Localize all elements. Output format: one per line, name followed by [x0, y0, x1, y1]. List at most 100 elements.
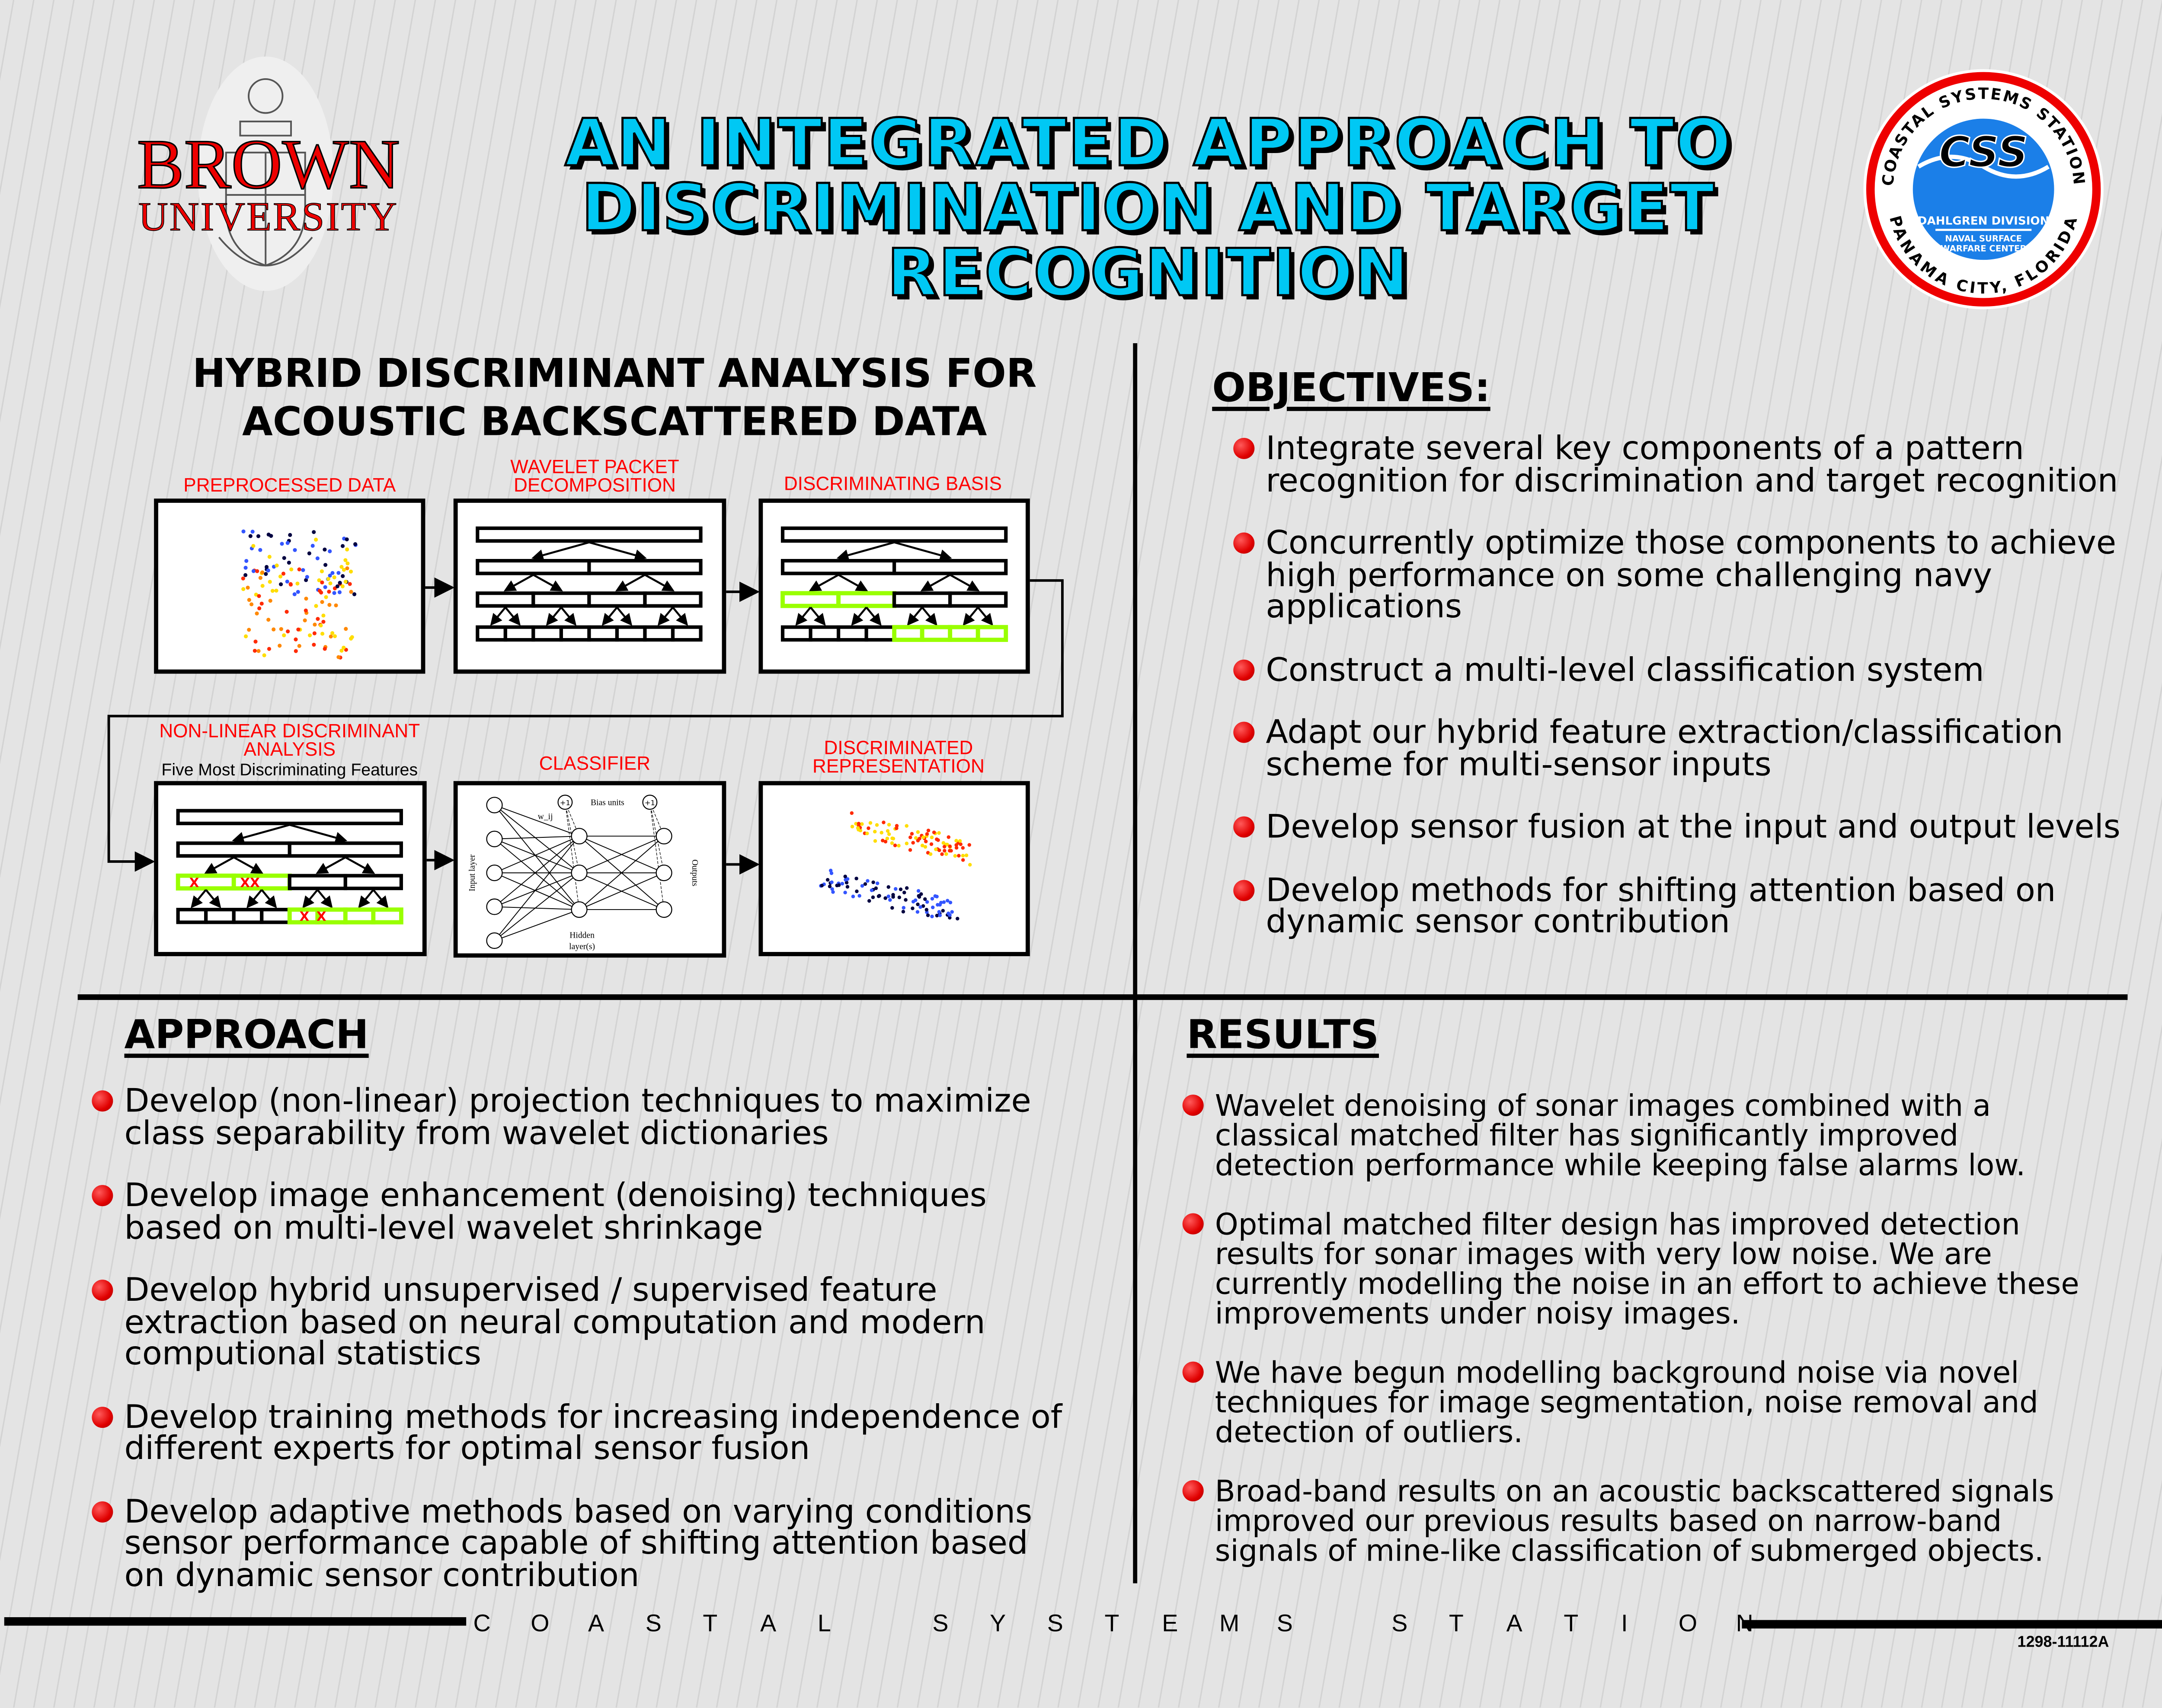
title-line: RECOGNITION	[886, 234, 1410, 311]
objectives-heading: OBJECTIVES:	[1212, 364, 1490, 411]
data-point	[348, 582, 352, 586]
data-point	[337, 590, 342, 594]
data-point	[270, 589, 275, 593]
data-point	[890, 906, 894, 910]
data-point	[279, 627, 283, 631]
data-point	[882, 820, 886, 824]
item-line: high performance on some challenging nav…	[1266, 557, 1992, 594]
tree-arrow	[616, 607, 633, 626]
data-point	[911, 841, 915, 845]
tree-node	[587, 591, 647, 608]
tree-arrow	[672, 607, 688, 626]
tree-node	[836, 591, 897, 608]
label-line: DECOMPOSITION	[513, 474, 676, 496]
data-point	[294, 649, 298, 653]
data-point	[297, 644, 301, 648]
data-point	[850, 811, 854, 815]
item-line: on dynamic sensor contribution	[124, 1557, 640, 1594]
label-line: WAVELET PACKET	[510, 456, 679, 478]
tree-arrow	[809, 574, 839, 591]
tree-node	[948, 591, 1008, 608]
data-point	[871, 880, 875, 884]
data-point	[295, 581, 300, 586]
data-point	[899, 888, 903, 891]
data-point	[324, 595, 328, 599]
data-point	[948, 916, 952, 920]
tree-node	[232, 907, 264, 924]
red-bullet-icon	[1233, 437, 1255, 459]
label-preprocessed: PREPROCESSED DATA	[183, 474, 396, 496]
title-line: AN INTEGRATED APPROACH TO	[564, 104, 1733, 181]
item-line: applications	[1266, 589, 1462, 626]
hybrid-section-title: HYBRID DISCRIMINANT ANALYSIS FOR ACOUSTI…	[99, 350, 1130, 446]
discriminated-box	[758, 781, 1030, 956]
data-point	[860, 884, 864, 888]
data-point	[935, 913, 939, 918]
data-point	[241, 576, 245, 581]
data-point	[297, 567, 301, 571]
tree-arrow	[316, 856, 346, 874]
data-point	[316, 617, 320, 621]
data-point	[923, 897, 927, 901]
tree-arrow	[865, 607, 882, 626]
data-point	[891, 893, 895, 897]
item-line: techniques for image segmentation, noise…	[1215, 1386, 2038, 1420]
data-point	[851, 894, 855, 898]
tree-arrow	[546, 607, 562, 626]
data-point	[247, 598, 251, 602]
tree-node	[864, 625, 896, 642]
objectives-list: Integrate several key components of a pa…	[1233, 433, 2162, 970]
banner-letter: S	[932, 1610, 978, 1637]
data-point	[281, 571, 286, 576]
objectives-item: Integrate several key components of a pa…	[1233, 433, 2162, 497]
item-line: scheme for multi-sensor inputs	[1266, 746, 1772, 783]
tree-arrow	[560, 607, 577, 626]
data-point	[243, 634, 248, 639]
tree-arrow	[490, 607, 506, 626]
data-point	[905, 886, 909, 890]
red-bullet-icon	[1233, 816, 1255, 838]
red-bullet-icon	[1182, 1213, 1204, 1235]
x-mark-icon: X	[189, 875, 199, 890]
objectives-item: Adapt our hybrid feature extraction/clas…	[1233, 717, 2162, 783]
data-point	[350, 635, 354, 639]
vertical-divider	[1133, 343, 1138, 1583]
tree-node	[288, 841, 403, 858]
tree-node	[892, 559, 1008, 575]
data-point	[267, 647, 272, 651]
item-line: Develop adaptive methods based on varyin…	[124, 1494, 1033, 1531]
data-point	[908, 835, 912, 840]
data-point	[902, 891, 906, 894]
tree-arrow	[233, 856, 264, 874]
data-point	[310, 543, 315, 548]
data-point	[319, 623, 323, 628]
data-point	[272, 627, 276, 632]
data-point	[292, 592, 297, 597]
data-point	[253, 639, 258, 644]
data-point	[247, 628, 251, 632]
data-point	[335, 584, 339, 588]
data-point	[968, 863, 972, 867]
tree-node	[371, 907, 403, 925]
data-point	[343, 580, 348, 584]
data-point	[916, 889, 921, 893]
data-point	[305, 575, 309, 579]
data-point	[831, 890, 835, 894]
data-point	[923, 845, 927, 849]
data-point	[248, 534, 253, 538]
banner-letter	[1334, 1610, 1335, 1638]
data-point	[282, 556, 286, 560]
data-point	[279, 582, 283, 587]
data-point	[249, 602, 254, 607]
data-point	[875, 881, 880, 885]
objectives-item: Develop sensor fusion at the input and o…	[1233, 812, 2162, 844]
css-seal-icon: CSS DAHLGREN DIVISION NAVAL SURFACE WARF…	[1863, 69, 2104, 310]
data-point	[304, 608, 308, 613]
tree-arrow	[963, 607, 979, 626]
data-point	[905, 841, 909, 846]
svg-text:UNIVERSITY: UNIVERSITY	[138, 195, 398, 239]
data-point	[268, 580, 272, 584]
x-mark-icon: X	[317, 909, 326, 924]
